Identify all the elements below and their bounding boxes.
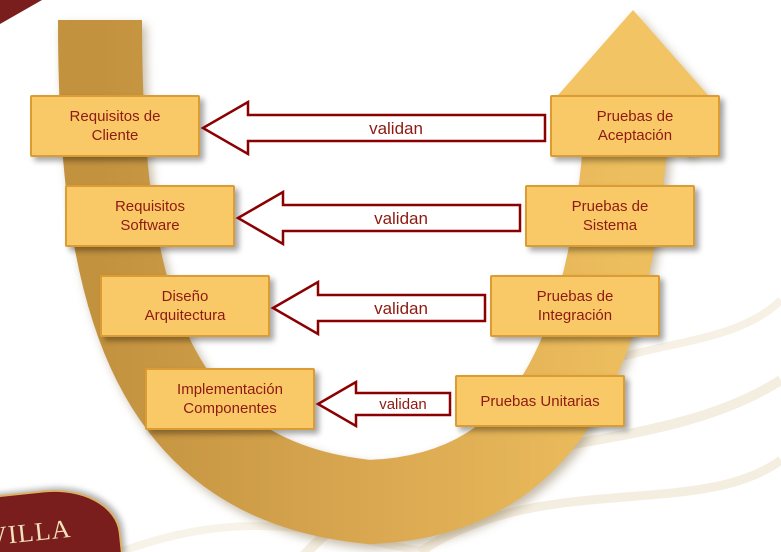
- validan-arrow-1: [200, 99, 547, 157]
- validan-label-1: validan: [369, 119, 423, 138]
- box-label-line: Pruebas de: [596, 108, 674, 125]
- box-label-line: Software: [120, 217, 180, 234]
- box-label-line: Componentes: [183, 400, 277, 417]
- box-label-line: Aceptación: [597, 127, 673, 144]
- validan-arrow-4: [315, 379, 452, 429]
- box-pruebas-unitarias: Pruebas Unitarias: [455, 375, 625, 427]
- box-pruebas-aceptacion: Pruebas de Aceptación: [550, 95, 720, 157]
- box-pruebas-integracion: Pruebas de Integración: [490, 275, 660, 337]
- validan-arrow-3: [270, 279, 487, 337]
- box-label-line: Sistema: [582, 217, 638, 234]
- box-label-line: Cliente: [91, 127, 139, 144]
- box-label-line: Pruebas de: [536, 288, 614, 305]
- box-implementacion-componentes: Implementación Componentes: [145, 368, 315, 430]
- box-label-line: Arquitectura: [144, 307, 226, 324]
- box-label-line: Requisitos: [114, 198, 186, 215]
- box-label-line: Requisitos de: [69, 108, 161, 125]
- validan-label-3: validan: [374, 299, 428, 318]
- box-label-line: Integración: [537, 307, 613, 324]
- arrowhead: [552, 10, 714, 102]
- box-label-line: Implementación: [177, 381, 283, 398]
- validan-label-2: validan: [374, 209, 428, 228]
- validan-arrow-2: [235, 189, 522, 247]
- box-diseno-arquitectura: Diseño Arquitectura: [100, 275, 270, 337]
- box-requisitos-software: Requisitos Software: [65, 185, 235, 247]
- box-label-line: Pruebas Unitarias: [480, 392, 600, 410]
- logo-text: VILLA: [0, 513, 73, 552]
- box-requisitos-cliente: Requisitos de Cliente: [30, 95, 200, 157]
- box-pruebas-sistema: Pruebas de Sistema: [525, 185, 695, 247]
- box-label-line: Diseño: [161, 288, 209, 305]
- corner-decoration: [0, 0, 42, 24]
- validan-label-4: validan: [379, 396, 427, 413]
- box-label-line: Pruebas de: [571, 198, 649, 215]
